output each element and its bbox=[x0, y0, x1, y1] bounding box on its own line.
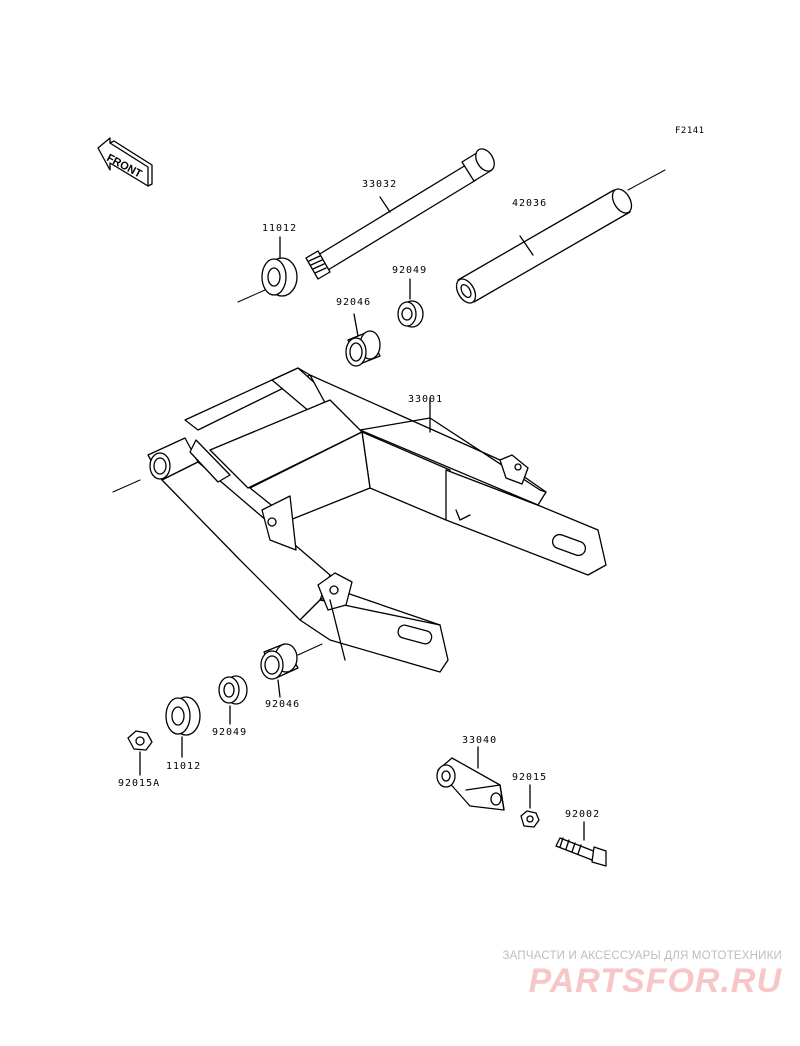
pivot-shaft-33032 bbox=[305, 148, 495, 280]
part-number-92015: 92015 bbox=[512, 772, 548, 783]
front-arrow-icon: FRONT bbox=[97, 137, 153, 187]
part-number-33001: 33001 bbox=[408, 394, 444, 405]
collar-92049-bottom bbox=[218, 675, 248, 725]
bearing-92046-bottom bbox=[260, 643, 299, 698]
part-number-42036: 42036 bbox=[512, 198, 548, 209]
seal-11012-bottom bbox=[165, 696, 201, 758]
collar-92049-top bbox=[397, 278, 424, 328]
part-number-92046-bottom: 92046 bbox=[265, 699, 301, 710]
watermark-logo: PARTSFOR.RU bbox=[528, 962, 782, 1000]
part-number-33032: 33032 bbox=[362, 179, 398, 190]
watermark-tagline: ЗАПЧАСТИ И АКСЕССУАРЫ ДЛЯ МОТОТЕХНИКИ bbox=[502, 950, 782, 962]
bolt-92002 bbox=[555, 821, 607, 867]
nut-92015A bbox=[127, 730, 153, 776]
part-number-33040: 33040 bbox=[462, 735, 498, 746]
seal-11012-top bbox=[261, 236, 298, 297]
chain-adjuster-33040 bbox=[436, 746, 505, 811]
part-number-11012-bottom: 11012 bbox=[166, 761, 202, 772]
part-number-92049-top: 92049 bbox=[392, 265, 428, 276]
spacer-tube-42036 bbox=[455, 188, 633, 304]
part-number-11012-top: 11012 bbox=[262, 223, 298, 234]
part-number-92002: 92002 bbox=[565, 809, 601, 820]
part-number-92046-top: 92046 bbox=[336, 297, 372, 308]
nut-92015 bbox=[520, 784, 540, 828]
axis-lines bbox=[112, 169, 666, 656]
figure-code: F2141 bbox=[675, 126, 705, 136]
bearing-92046-top bbox=[345, 313, 381, 367]
part-number-92049-bottom: 92049 bbox=[212, 727, 248, 738]
swing-arm-33001 bbox=[147, 367, 607, 673]
part-number-92015A: 92015A bbox=[118, 778, 161, 789]
